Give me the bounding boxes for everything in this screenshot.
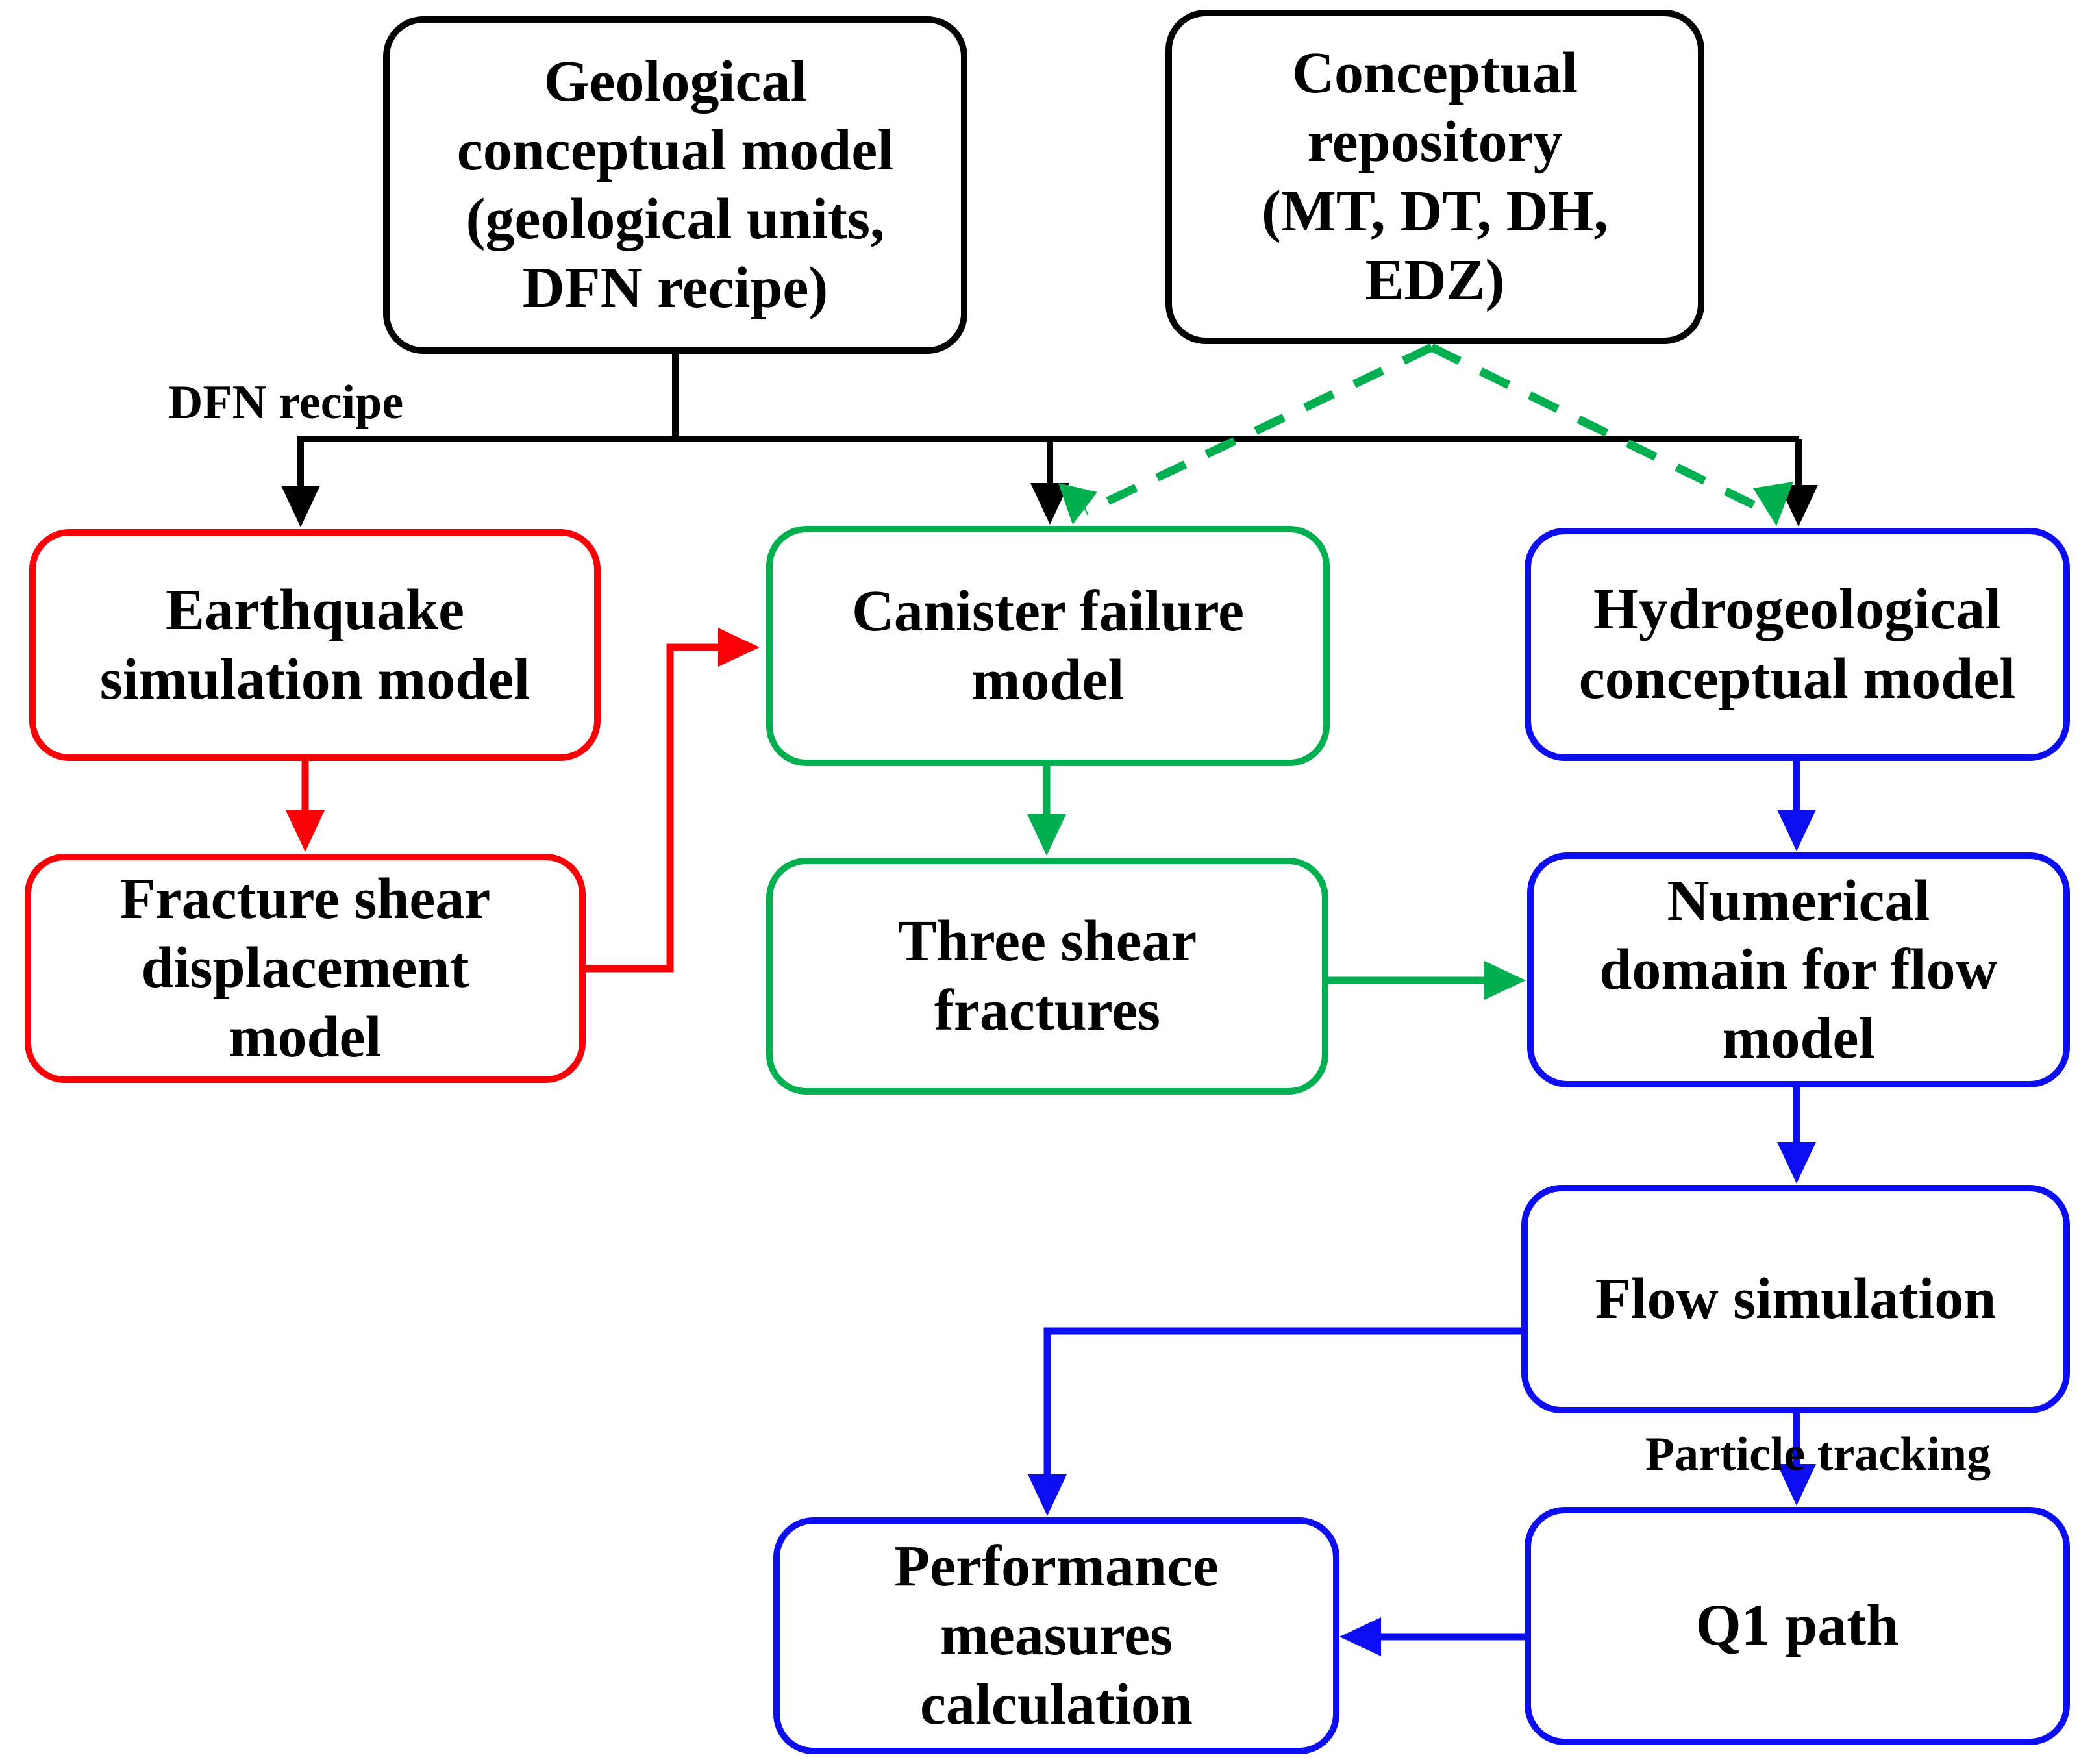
node-geological-conceptual-model: Geological conceptual model (geological …	[383, 16, 967, 354]
arrowhead-three-fractures-to-numerical-domain	[1484, 961, 1526, 1000]
arrowhead-flow-to-q1-path	[1777, 1464, 1816, 1506]
node-fracture-shear-displacement-model: Fracture shear displacement model	[25, 854, 586, 1083]
arrowhead-q1-path-to-performance	[1339, 1617, 1381, 1656]
node-canister-failure-model: Canister failure model	[766, 526, 1330, 766]
node-hydrogeological-conceptual-model: Hydrogeological conceptual model	[1525, 528, 2070, 761]
edge-repository-to-hydrogeological-dashed	[1430, 343, 1767, 514]
arrowhead-repository-to-hydrogeological	[1753, 482, 1793, 526]
node-three-shear-fractures: Three shear fractures	[766, 858, 1328, 1095]
edge-label-particle-tracking: Particle tracking	[1645, 1428, 1991, 1481]
arrowhead-fracture-to-canister	[718, 628, 760, 667]
arrowhead-flow-to-performance	[1028, 1474, 1067, 1516]
arrowhead-repository-to-canister	[1058, 483, 1097, 525]
arrowhead-to-canister	[1030, 483, 1069, 525]
node-numerical-domain-for-flow-model: Numerical domain for flow model	[1527, 852, 2070, 1087]
node-flow-simulation: Flow simulation	[1521, 1185, 2070, 1413]
node-conceptual-repository: Conceptual repository (MT, DT, DH, EDZ)	[1165, 10, 1704, 344]
arrowhead-hydrogeological-to-numerical-domain	[1777, 810, 1816, 851]
edge-flow-to-performance	[1043, 1327, 1523, 1496]
arrowhead-canister-to-three-fractures	[1027, 814, 1066, 856]
edge-fracture-to-canister	[583, 643, 728, 973]
node-earthquake-simulation-model: Earthquake simulation model	[29, 529, 601, 761]
arrowhead-to-hydrogeological	[1779, 485, 1818, 527]
node-q1-path: Q1 path	[1525, 1507, 2070, 1745]
node-performance-measures-calculation: Performance measures calculation	[773, 1517, 1339, 1754]
arrowhead-to-earthquake	[281, 486, 320, 527]
edge-label-dfn-recipe: DFN recipe	[168, 376, 404, 429]
arrowhead-earthquake-to-fracture	[286, 810, 325, 852]
edge-repository-to-canister-dashed	[1084, 343, 1434, 516]
arrowhead-numerical-domain-to-flow	[1777, 1142, 1816, 1184]
